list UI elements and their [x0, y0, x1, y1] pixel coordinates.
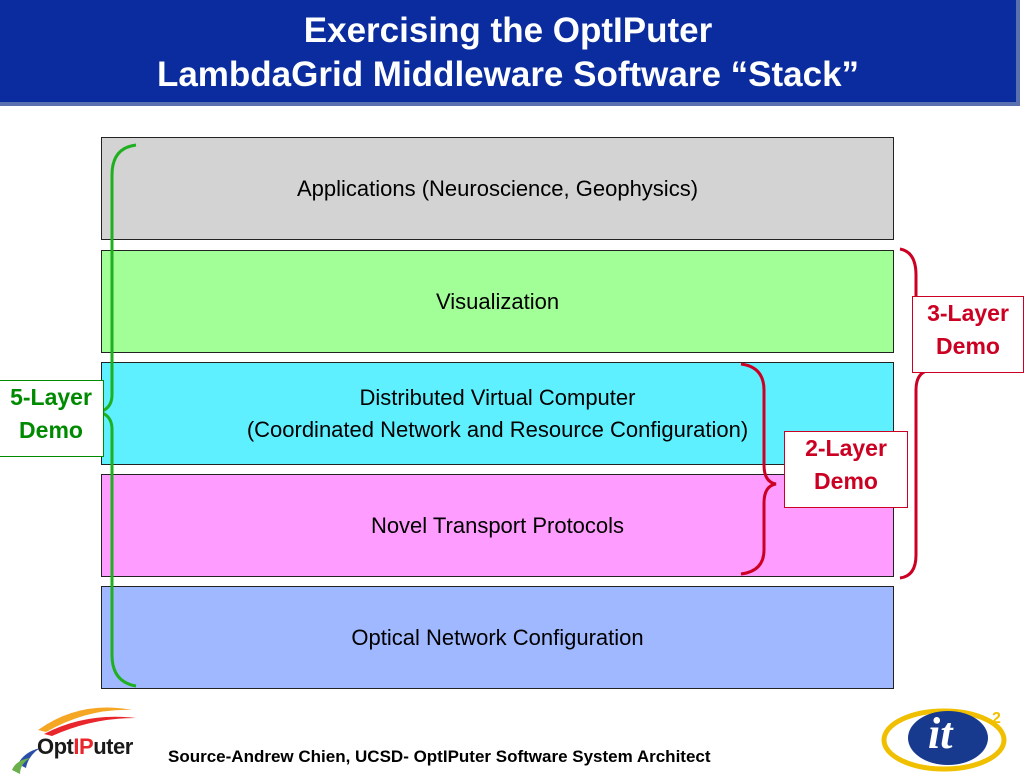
demo-line-1: 5-Layer — [10, 384, 92, 410]
three-layer-demo-label: 3-Layer Demo — [912, 296, 1024, 373]
two-layer-brace — [740, 362, 777, 576]
layer-visualization: Visualization — [101, 250, 894, 353]
layer-label: Optical Network Configuration — [351, 624, 644, 650]
demo-line-2: Demo — [814, 468, 878, 494]
optiputer-logo-text: OptIPuter — [37, 734, 133, 759]
five-layer-demo-label: 5-Layer Demo — [0, 380, 104, 457]
demo-line-1: 2-Layer — [805, 435, 887, 461]
demo-line-2: Demo — [936, 333, 1000, 359]
title-line-2: LambdaGrid Middleware Software “Stack” — [156, 55, 860, 94]
two-layer-demo-label: 2-Layer Demo — [784, 431, 908, 508]
layer-label: Novel Transport Protocols — [370, 512, 625, 538]
layer-label: Visualization — [435, 288, 560, 314]
five-layer-brace — [95, 143, 137, 688]
it2-logo-superscript: 2 — [992, 710, 1001, 727]
it2-logo: it 2 — [880, 704, 1010, 774]
demo-line-1: 3-Layer — [927, 300, 1009, 326]
title-line-1: Exercising the OptIPuter — [303, 11, 713, 50]
layer-sublabel: (Coordinated Network and Resource Config… — [246, 416, 749, 442]
layer-label: Distributed Virtual Computer — [359, 384, 636, 410]
optiputer-swoosh-icon — [12, 707, 136, 774]
layer-optical-network-configuration: Optical Network Configuration — [101, 586, 894, 689]
it2-logo-text: it — [928, 709, 953, 758]
title-bar: Exercising the OptIPuter LambdaGrid Midd… — [0, 0, 1020, 106]
it2-logo-icon — [881, 708, 1007, 772]
layer-applications: Applications (Neuroscience, Geophysics) — [101, 137, 894, 240]
footer-source: Source-Andrew Chien, UCSD- OptIPuter Sof… — [168, 747, 711, 766]
layer-label: Applications (Neuroscience, Geophysics) — [296, 175, 699, 201]
optiputer-logo: OptIPuter — [10, 702, 155, 774]
demo-line-2: Demo — [19, 417, 83, 443]
